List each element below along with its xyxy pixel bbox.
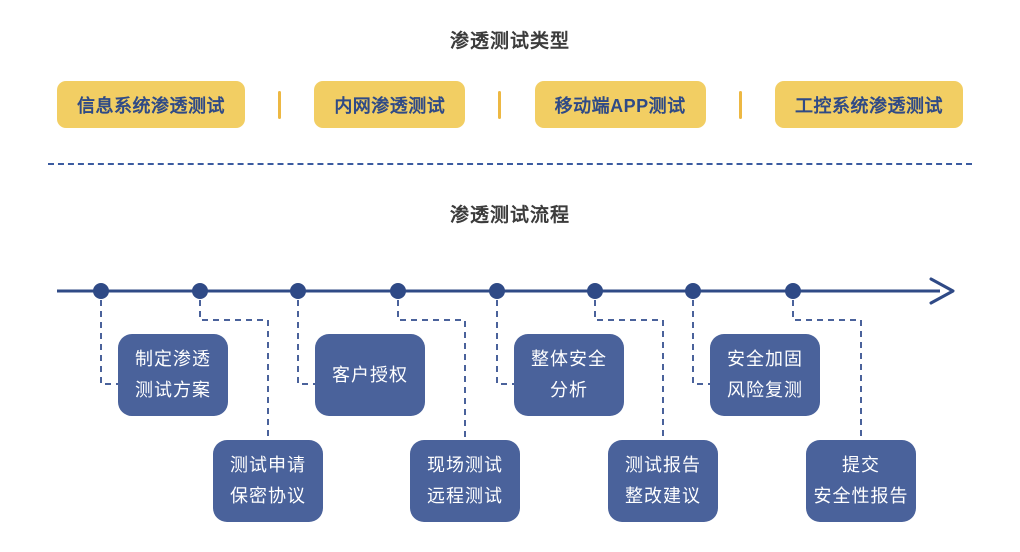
flow-step-box-2[interactable]: 测试申请 保密协议 [213, 440, 323, 522]
flow-step-line: 风险复测 [727, 380, 803, 400]
flow-step-line: 整体安全 [531, 349, 607, 369]
flow-step-line: 制定渗透 [135, 349, 211, 369]
timeline-dot-5 [489, 283, 505, 299]
type-badge-label: 工控系统渗透测试 [794, 95, 943, 116]
timeline-dot-4 [390, 283, 406, 299]
type-badge-intranet[interactable]: 内网渗透测试 [314, 81, 466, 128]
connector-step-4 [397, 300, 466, 440]
timeline-dot-1 [93, 283, 109, 299]
badge-separator-icon [498, 90, 502, 119]
connector-step-7 [692, 300, 710, 385]
flow-step-line: 安全加固 [727, 349, 803, 369]
type-badge-label: 内网渗透测试 [334, 95, 446, 116]
connector-step-2 [199, 300, 269, 440]
badge-separator-icon [278, 90, 282, 119]
flow-step-line: 提交 [842, 455, 880, 475]
type-badge-label: 移动端APP测试 [554, 95, 686, 116]
flow-step-box-6[interactable]: 测试报告 整改建议 [608, 440, 718, 522]
type-badge-information-system[interactable]: 信息系统渗透测试 [57, 81, 245, 128]
timeline-dot-2 [192, 283, 208, 299]
timeline-dot-6 [587, 283, 603, 299]
flow-step-box-8[interactable]: 提交 安全性报告 [806, 440, 916, 522]
flow-step-line: 测试报告 [625, 455, 701, 475]
flow-step-line: 测试申请 [230, 455, 306, 475]
flow-step-box-5[interactable]: 整体安全 分析 [514, 334, 624, 416]
flow-step-box-7[interactable]: 安全加固 风险复测 [710, 334, 820, 416]
section-divider [48, 163, 972, 165]
flow-step-box-1[interactable]: 制定渗透 测试方案 [118, 334, 228, 416]
flow-step-line: 测试方案 [135, 380, 211, 400]
flow-step-line: 远程测试 [427, 486, 503, 506]
flow-step-box-3[interactable]: 客户授权 [315, 334, 425, 416]
flow-step-box-4[interactable]: 现场测试 远程测试 [410, 440, 520, 522]
type-badge-label: 信息系统渗透测试 [77, 95, 225, 116]
connector-step-6 [594, 300, 664, 440]
badge-separator-icon [738, 90, 742, 119]
flow-step-line: 现场测试 [427, 455, 503, 475]
timeline-arrow-icon [929, 277, 955, 305]
connector-step-5 [496, 300, 514, 385]
timeline-dot-3 [290, 283, 306, 299]
page-title-types: 渗透测试类型 [449, 31, 570, 52]
connector-step-1 [100, 300, 118, 385]
flow-step-line: 安全性报告 [813, 486, 909, 506]
timeline-dot-7 [685, 283, 701, 299]
connector-step-3 [297, 300, 315, 385]
type-badge-row: 信息系统渗透测试 内网渗透测试 移动端APP测试 工控系统渗透测试 [57, 81, 963, 128]
connector-step-8 [792, 300, 862, 440]
flow-step-line: 保密协议 [230, 486, 306, 506]
type-badge-industrial-control[interactable]: 工控系统渗透测试 [774, 81, 963, 128]
type-badge-mobile-app[interactable]: 移动端APP测试 [534, 81, 706, 128]
flow-step-line: 整改建议 [625, 486, 701, 506]
page-title-process: 渗透测试流程 [449, 205, 570, 226]
flow-step-line: 客户授权 [332, 364, 408, 385]
flow-step-line: 分析 [550, 380, 588, 400]
timeline-dot-8 [785, 283, 801, 299]
